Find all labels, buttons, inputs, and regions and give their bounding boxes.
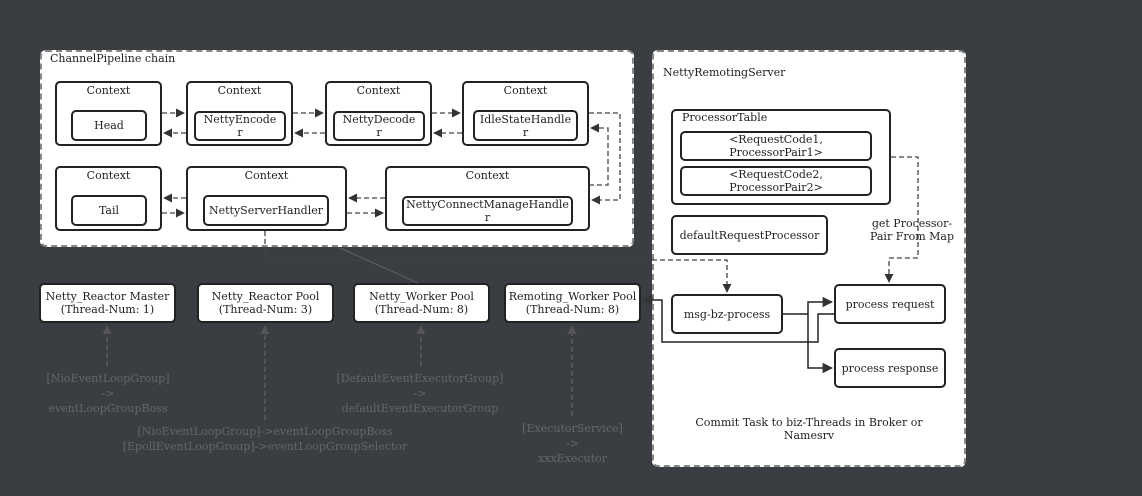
flow-arrow xyxy=(641,294,834,343)
context-netty-server-handler: Context NettyServerHandler xyxy=(186,166,347,231)
pool-name: Netty_Reactor Master xyxy=(45,290,170,303)
pipeline-arrow xyxy=(589,123,609,186)
context-label: Context xyxy=(217,84,262,97)
caption-line: [NioEventLoopGroup]->eventLoopGroupBoss xyxy=(137,425,393,438)
caption-line: -> xyxy=(566,437,579,450)
processor-entry: <RequestCode2, ProcessorPair2> xyxy=(680,166,872,196)
context-label: Context xyxy=(503,84,548,97)
caption-line: [DefaultEventExecutorGroup] xyxy=(336,372,504,385)
handler-netty-encoder: NettyEncode r xyxy=(194,111,286,141)
handler-netty-server: NettyServerHandler xyxy=(203,195,329,226)
context-label: Context xyxy=(86,84,131,97)
pool-threads: (Thread-Num: 8) xyxy=(374,303,469,316)
dispatch-arrow xyxy=(264,231,732,293)
handler-idle-state: IdleStateHandle r xyxy=(473,110,578,141)
context-tail: Context Tail xyxy=(55,166,162,231)
get-processor-pair-note: get Processor-Pair From Map xyxy=(862,214,962,246)
flow-arrow xyxy=(783,296,834,315)
caption-line: [ExecutorService] xyxy=(522,422,623,435)
commit-task-note: Commit Task to biz-Threads in Broker or … xyxy=(695,416,923,442)
pool-threads: (Thread-Num: 3) xyxy=(218,303,313,316)
process-response: process response xyxy=(834,348,946,388)
context-connect-manage-handler: Context NettyConnectManageHandle r xyxy=(385,166,590,231)
caption-line: -> xyxy=(413,387,427,400)
pool-remoting-worker: Remoting_Worker Pool (Thread-Num: 8) xyxy=(504,283,641,323)
context-label: Context xyxy=(465,169,510,182)
process-request: process request xyxy=(834,284,946,324)
caption-line: [NioEventLoopGroup] xyxy=(46,372,170,385)
server-title: NettyRemotingServer xyxy=(663,66,786,79)
context-head: Context Head xyxy=(55,81,162,146)
pool-reactor-master: Netty_Reactor Master (Thread-Num: 1) xyxy=(39,283,176,323)
handler-netty-decoder: NettyDecode r xyxy=(333,111,425,141)
pool-name: Netty_Worker Pool xyxy=(369,290,474,303)
context-netty-encoder: Context NettyEncode r xyxy=(186,81,293,146)
pool-worker: Netty_Worker Pool (Thread-Num: 8) xyxy=(353,283,490,323)
diagonal-line xyxy=(339,247,419,284)
context-label: Context xyxy=(356,84,401,97)
caption-worker: [DefaultEventExecutorGroup] -> defaultEv… xyxy=(330,371,510,416)
handler-connect-manage: NettyConnectManageHandle r xyxy=(402,196,573,226)
context-netty-decoder: Context NettyDecode r xyxy=(325,81,432,146)
default-request-processor: defaultRequestProcessor xyxy=(671,215,828,255)
caption-line: [EpollEventLoopGroup]->eventLoopGroupSel… xyxy=(122,440,408,453)
pool-name: Remoting_Worker Pool xyxy=(508,290,637,303)
pipeline-arrow xyxy=(589,112,621,205)
caption-line: eventLoopGroupBoss xyxy=(48,402,168,415)
flow-arrow xyxy=(807,314,834,374)
caption-line: xxxExecutor xyxy=(538,452,607,465)
handler-head: Head xyxy=(71,110,147,141)
caption-master: [NioEventLoopGroup] -> eventLoopGroupBos… xyxy=(28,371,188,416)
handler-tail: Tail xyxy=(71,195,147,226)
pool-threads: (Thread-Num: 8) xyxy=(525,303,620,316)
context-idle-state-handler: Context IdleStateHandle r xyxy=(462,81,589,146)
pool-reactor: Netty_Reactor Pool (Thread-Num: 3) xyxy=(197,283,334,323)
pool-name: Netty_Reactor Pool xyxy=(211,290,320,303)
caption-line: -> xyxy=(101,387,115,400)
lookup-arrow xyxy=(884,156,919,283)
processor-table: ProcessorTable <RequestCode1, ProcessorP… xyxy=(671,109,891,205)
context-label: Context xyxy=(86,169,131,182)
context-label: Context xyxy=(244,169,289,182)
pool-threads: (Thread-Num: 1) xyxy=(60,303,155,316)
processor-table-title: ProcessorTable xyxy=(682,111,768,124)
msg-bz-process: msg-bz-process xyxy=(671,294,783,334)
caption-remoting: [ExecutorService] -> xxxExecutor xyxy=(500,421,645,466)
caption-line: defaultEventExecutorGroup xyxy=(341,402,499,415)
processor-entry: <RequestCode1, ProcessorPair1> xyxy=(680,131,872,161)
caption-reactor: [NioEventLoopGroup]->eventLoopGroupBoss … xyxy=(120,424,410,454)
pipeline-title: ChannelPipeline chain xyxy=(50,52,176,65)
